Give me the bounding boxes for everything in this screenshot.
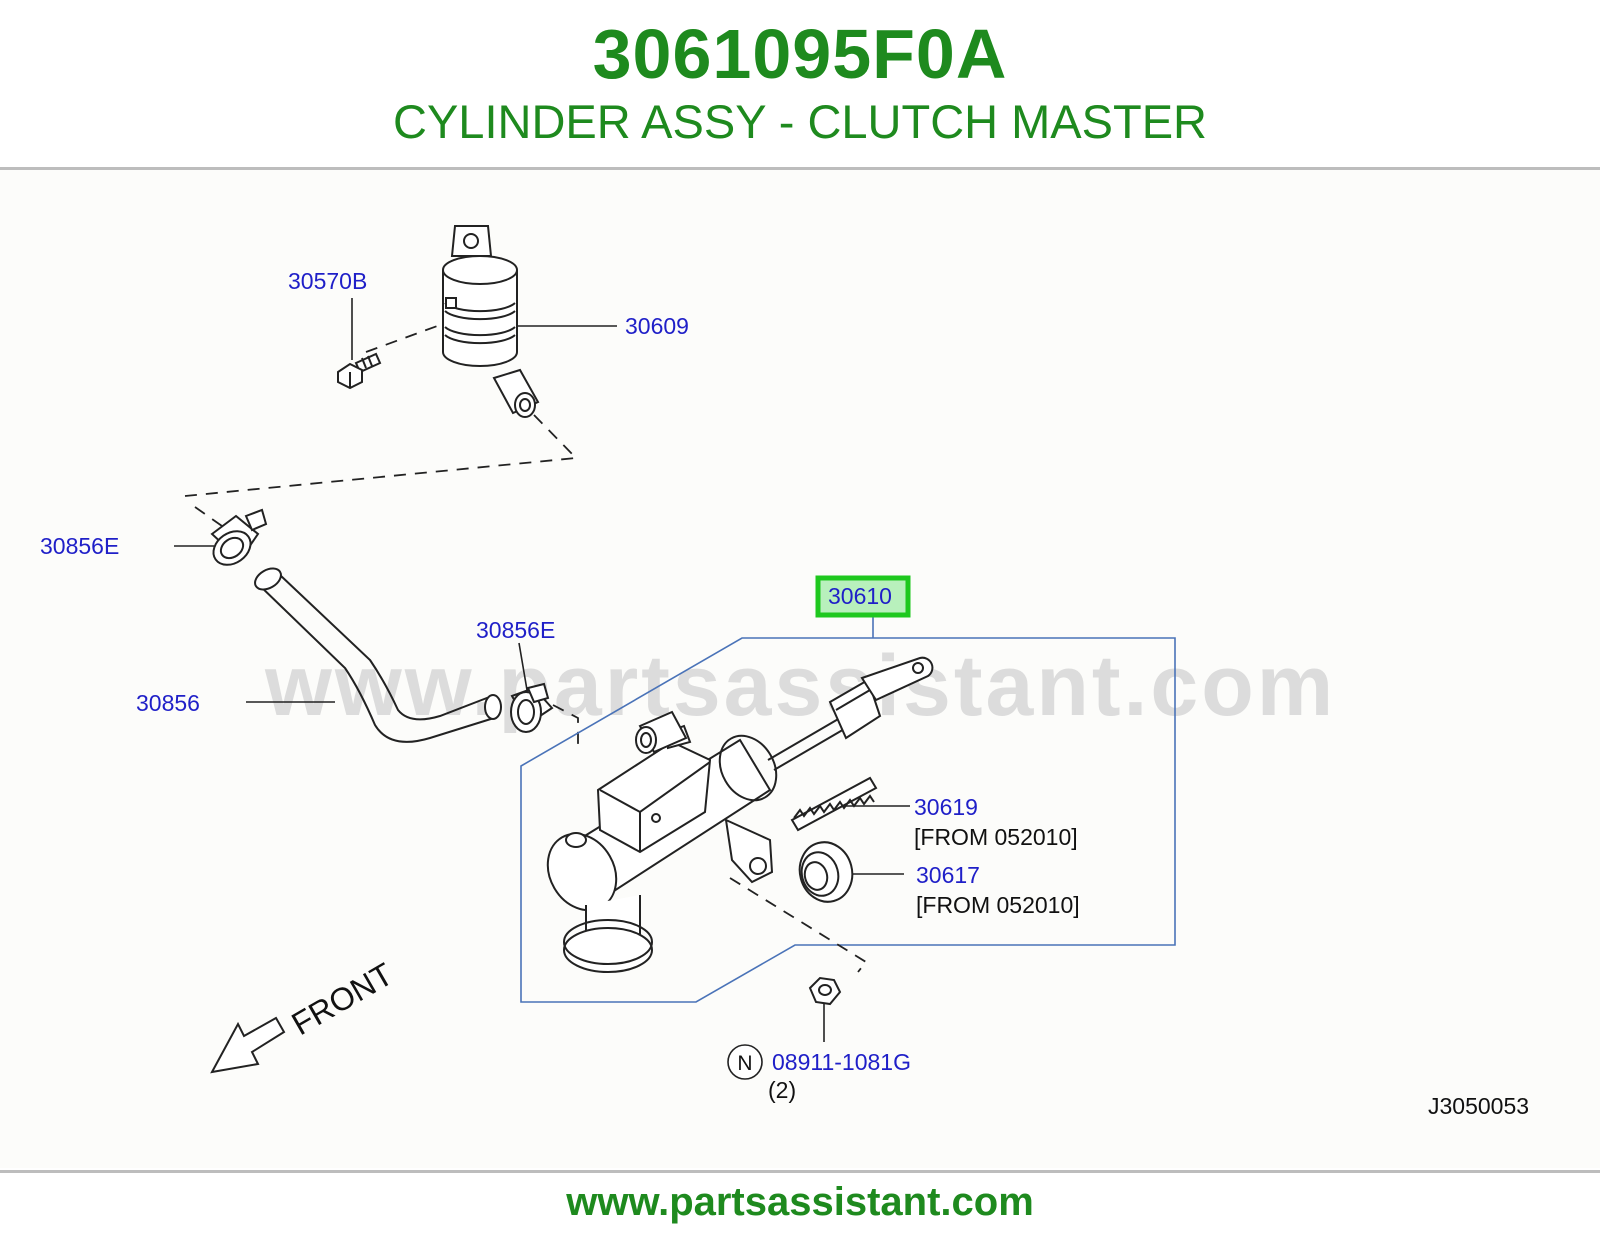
highlight-box-30610 xyxy=(815,575,911,618)
header-divider xyxy=(0,167,1600,170)
callout-30856[interactable]: 30856 xyxy=(136,690,200,716)
clamp-upper-drawing xyxy=(210,508,268,566)
footer-divider xyxy=(0,1170,1600,1173)
push-rod-drawing xyxy=(790,776,878,832)
note-30619: [FROM 052010] xyxy=(914,824,1078,850)
callout-30617[interactable]: 30617 xyxy=(916,862,980,888)
bolt-drawing xyxy=(337,352,382,390)
callout-30610[interactable]: 30610 xyxy=(828,583,892,609)
footer-url[interactable]: www.partsassistant.com xyxy=(566,1180,1034,1224)
callout-30619[interactable]: 30619 xyxy=(914,794,978,820)
master-cylinder-drawing xyxy=(546,656,934,973)
clamp-lower-drawing xyxy=(510,682,554,733)
callout-30856e-lower[interactable]: 30856E xyxy=(476,617,555,643)
diagram-code: J3050053 xyxy=(1428,1093,1529,1119)
note-30617: [FROM 052010] xyxy=(916,892,1080,918)
nut-badge-circle xyxy=(727,1044,763,1080)
part-title: CYLINDER ASSY - CLUTCH MASTER xyxy=(393,95,1207,148)
hose-drawing xyxy=(254,567,502,743)
front-label: FRONT xyxy=(286,956,399,1042)
diagram-canvas: www.partsassistant.com xyxy=(40,225,1529,1119)
nut-badge: N xyxy=(737,1052,752,1075)
page-header: 3061095F0A CYLINDER ASSY - CLUTCH MASTER xyxy=(0,0,1600,168)
callout-08911-1081g[interactable]: 08911-1081G xyxy=(772,1049,911,1075)
assembly-outline xyxy=(520,637,1176,1003)
nut-quantity: (2) xyxy=(768,1077,796,1103)
watermark: www.partsassistant.com xyxy=(264,638,1336,734)
front-arrow xyxy=(210,1016,286,1074)
parts-diagram: www.partsassistant.com xyxy=(0,170,1600,1168)
boot-drawing xyxy=(798,841,854,903)
callout-30570b[interactable]: 30570B xyxy=(288,268,367,294)
nut-drawing xyxy=(808,976,842,1006)
callout-30609[interactable]: 30609 xyxy=(625,313,689,339)
callout-30856e-upper[interactable]: 30856E xyxy=(40,533,119,559)
part-number: 3061095F0A xyxy=(592,15,1008,93)
reservoir-drawing xyxy=(442,225,540,418)
